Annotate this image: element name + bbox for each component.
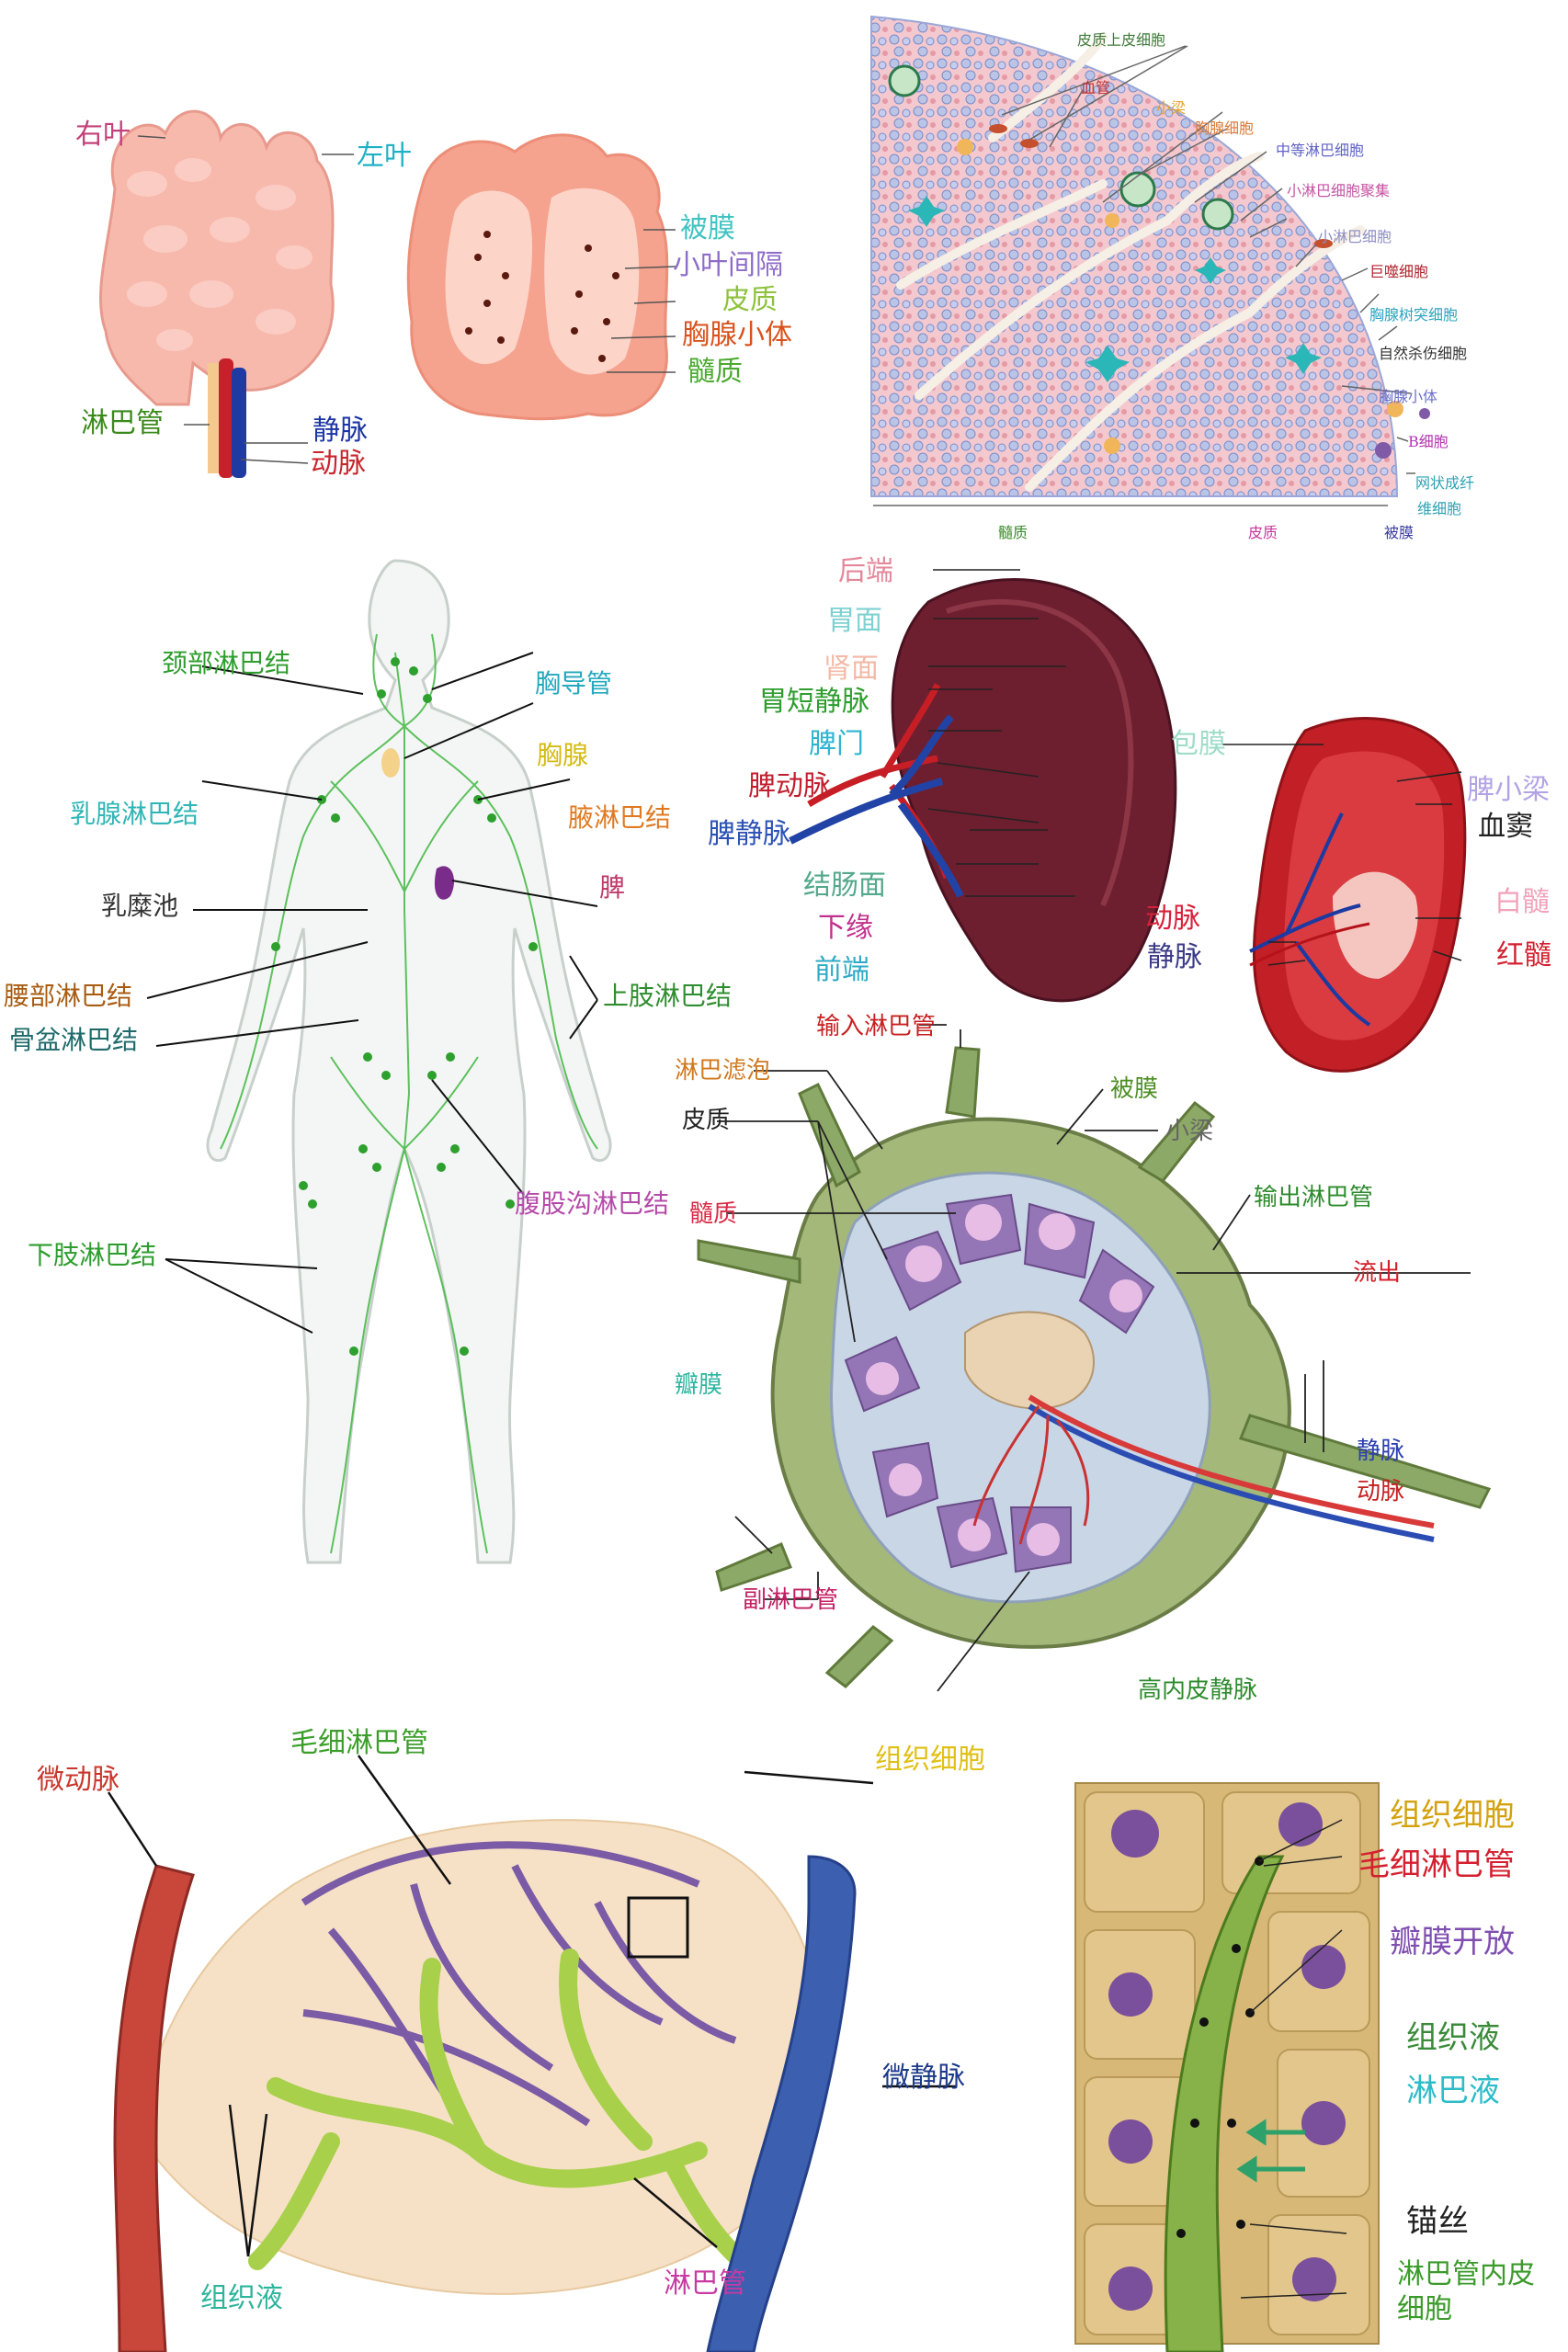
- label-trabecula-sp: 脾小梁: [1467, 774, 1550, 806]
- label-capsule-ln: 被膜: [1110, 1075, 1159, 1103]
- label-gastric: 胃面: [827, 605, 882, 637]
- label-lymph-vessel-bed: 淋巴管: [664, 2267, 746, 2300]
- label-corpuscle: 胸腺小体: [1379, 388, 1438, 405]
- label-outflow: 流出: [1353, 1259, 1402, 1287]
- label-dendritic: 胸腺树突细胞: [1369, 306, 1459, 324]
- label-thymic-corpuscle: 胸腺小体: [682, 319, 792, 351]
- label-cisterna: 乳糜池: [101, 891, 179, 921]
- label-small-lymphocyte-cluster: 小淋巴细胞聚集: [1287, 182, 1391, 199]
- thymus-histology-panel: 皮质上皮细胞 血管 小梁 胸腺细胞 中等淋巴细胞 小淋巴细胞聚集 小淋巴细胞 巨…: [864, 9, 1568, 551]
- lymph-node-illustration: [697, 1024, 1492, 1692]
- capillary-detail-illustration: [1074, 1782, 1380, 2352]
- lymph-system-panel: 颈部淋巴结 胸导管 胸腺 乳腺淋巴结 腋淋巴结 乳糜池 脾 腰部淋巴结 上肢淋巴…: [0, 542, 735, 1599]
- label-white-pulp: 白髓: [1494, 886, 1550, 918]
- label-nk: 自然杀伤细胞: [1379, 345, 1468, 362]
- label-anchor: 锚丝: [1406, 2203, 1469, 2240]
- label-artery-ln: 动脉: [1357, 1478, 1405, 1506]
- label-tissue-cell-bed: 组织细胞: [875, 1744, 985, 1776]
- lymph-node-panel: 输入淋巴管 淋巴滤泡 被膜 皮质 小梁 输出淋巴管 髓质 流出 瓣膜 静脉 动脉…: [662, 1015, 1568, 1783]
- label-right-lobe: 右叶: [75, 119, 131, 151]
- label-tissue-fluid-detail: 组织液: [1406, 2019, 1500, 2056]
- label-splenic-vein: 脾静脉: [708, 818, 790, 850]
- label-b-cell: B细胞: [1408, 433, 1449, 450]
- label-red-pulp: 红髓: [1496, 939, 1551, 971]
- lymph-body-illustration: [146, 559, 612, 1564]
- label-vein-sp: 静脉: [1147, 941, 1202, 973]
- thymus-histology-illustration: [870, 15, 1430, 506]
- label-lymph-vessel: 淋巴管: [81, 407, 164, 439]
- label-lymph-fluid: 淋巴液: [1406, 2073, 1500, 2109]
- label-tissue-cell-detail: 组织细胞: [1390, 1797, 1515, 1834]
- label-capsule-sp: 包膜: [1171, 728, 1226, 760]
- label-spleen: 脾: [599, 872, 626, 903]
- label-renal: 肾面: [824, 653, 879, 685]
- label-short-gastric: 胃短静脉: [759, 686, 869, 718]
- label-afferent: 输入淋巴管: [816, 1013, 937, 1040]
- label-hilum: 脾门: [809, 728, 864, 760]
- label-cortex-ln: 皮质: [682, 1107, 731, 1134]
- label-trabecula: 小梁: [1156, 99, 1187, 117]
- capillary-bed-panel: 毛细淋巴管 组织细胞 微动脉 微静脉 组织液 淋巴管: [0, 1719, 1075, 2352]
- label-splenic-artery: 脾动脉: [748, 770, 831, 802]
- label-epithelial: 皮质上皮细胞: [1077, 31, 1166, 49]
- label-upper-limb: 上肢淋巴结: [603, 981, 733, 1011]
- label-small-lymphocyte: 小淋巴细胞: [1318, 228, 1392, 245]
- label-vein: 静脉: [312, 415, 368, 447]
- label-bottom-medulla: 髓质: [998, 524, 1028, 541]
- label-posterior: 后端: [838, 555, 893, 587]
- label-inguinal: 腹股沟淋巴结: [515, 1188, 670, 1219]
- label-left-lobe: 左叶: [357, 140, 412, 172]
- label-medulla-ln: 髓质: [689, 1200, 738, 1228]
- label-sinus: 血窦: [1478, 811, 1533, 843]
- label-accessory: 副淋巴管: [743, 1586, 839, 1614]
- label-bottom-cortex: 皮质: [1248, 524, 1278, 541]
- thymus-gross-panel: 右叶 左叶 被膜 小叶间隔 皮质 胸腺小体 髓质 淋巴管 静脉 动脉: [0, 0, 827, 515]
- label-lumbar: 腰部淋巴结: [4, 981, 133, 1011]
- label-axillary: 腋淋巴结: [568, 802, 672, 833]
- label-valve-open: 瓣膜开放: [1390, 1924, 1515, 1960]
- thymus-gross-illustration: [99, 109, 676, 478]
- spleen-panel: 后端 胃面 肾面 胃短静脉 脾门 脾动脉 脾静脉 结肠面 下缘 前端 包膜 脾小…: [708, 547, 1568, 1135]
- label-bottom-capsule: 被膜: [1384, 524, 1415, 541]
- label-macrophage: 巨噬细胞: [1369, 263, 1429, 280]
- label-thymus: 胸腺: [537, 740, 589, 770]
- label-artery: 动脉: [311, 448, 366, 480]
- spleen-illustration: [789, 569, 1467, 1073]
- label-cortex: 皮质: [722, 284, 778, 316]
- label-lower-limb: 下肢淋巴结: [28, 1240, 157, 1270]
- label-thoracic-duct: 胸导管: [535, 668, 613, 699]
- label-medium-lymphocyte: 中等淋巴细胞: [1276, 142, 1365, 159]
- label-artery-sp: 动脉: [1145, 903, 1200, 935]
- label-trabecula-ln: 小梁: [1165, 1118, 1214, 1145]
- label-tissue-fluid-bed: 组织液: [200, 2282, 283, 2314]
- label-valve: 瓣膜: [675, 1371, 723, 1399]
- label-colic: 结肠面: [803, 869, 886, 902]
- label-endothelial-1: 淋巴管内皮: [1397, 2258, 1535, 2290]
- label-reticular-2: 维细胞: [1417, 500, 1462, 517]
- label-anterior: 前端: [814, 954, 869, 986]
- label-thymocyte: 胸腺细胞: [1195, 119, 1255, 137]
- label-arteriole: 微动脉: [37, 1764, 119, 1796]
- label-efferent: 输出淋巴管: [1254, 1184, 1374, 1211]
- label-vein-ln: 静脉: [1357, 1437, 1405, 1465]
- label-blood-vessel: 血管: [1081, 79, 1111, 97]
- label-follicle: 淋巴滤泡: [675, 1057, 771, 1085]
- capillary-detail-panel: 组织细胞 毛细淋巴管 瓣膜开放 组织液 淋巴液 锚丝 淋巴管内皮 细胞: [1066, 1774, 1568, 2352]
- label-reticular-1: 网状成纤: [1415, 474, 1475, 492]
- label-mammary: 乳腺淋巴结: [70, 799, 199, 829]
- label-lymph-capillary-detail: 毛细淋巴管: [1358, 1846, 1515, 1883]
- label-venule: 微静脉: [882, 2062, 965, 2094]
- label-medulla: 髓质: [687, 356, 743, 388]
- label-interlobular-septum: 小叶间隔: [673, 249, 783, 281]
- label-pelvic: 骨盆淋巴结: [9, 1025, 139, 1055]
- label-capsule: 被膜: [680, 212, 735, 244]
- label-endothelial-2: 细胞: [1397, 2293, 1452, 2325]
- label-cervical: 颈部淋巴结: [162, 648, 291, 678]
- capillary-bed-illustration: [107, 1755, 956, 2352]
- label-inferior-border: 下缘: [818, 912, 873, 944]
- label-hev: 高内皮静脉: [1138, 1676, 1258, 1704]
- label-lymph-capillary-bed: 毛细淋巴管: [290, 1727, 428, 1759]
